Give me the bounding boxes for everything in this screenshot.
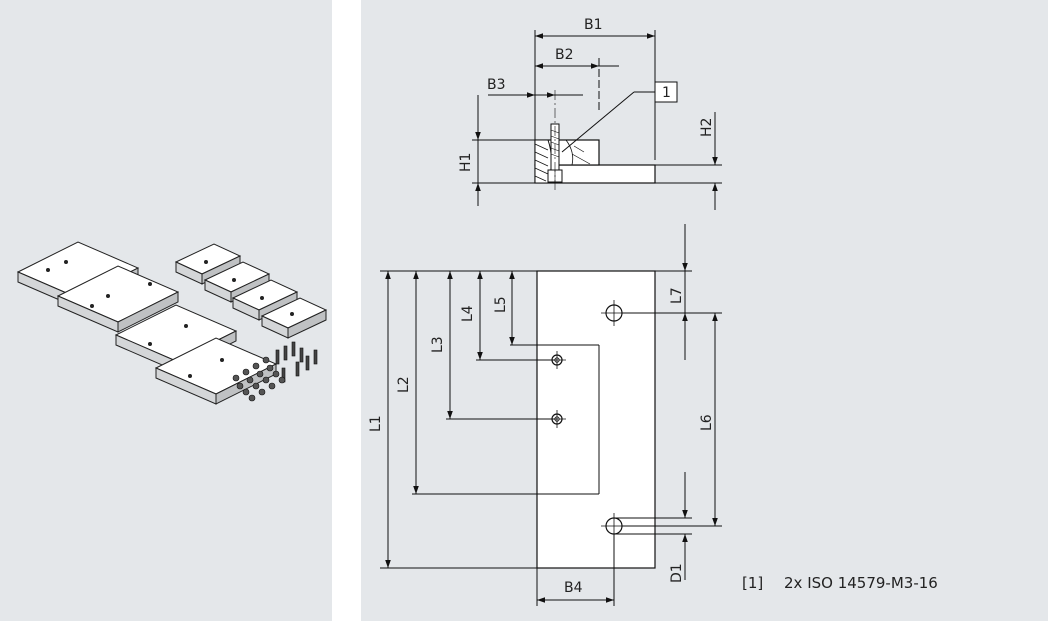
callout-1: 1 [561, 81, 678, 153]
label-L6: L6 [699, 414, 715, 431]
plate-large-1 [17, 241, 139, 309]
plate-large-3 [115, 304, 237, 372]
plate-large-2 [57, 265, 179, 333]
drawing-panel: B1 B2 B3 1 H1 [361, 0, 1048, 621]
plate-small-2 [204, 261, 270, 303]
legend-note: [1] 2x ISO 14579-M3-16 [742, 574, 938, 592]
legend-text: 2x ISO 14579-M3-16 [784, 574, 938, 592]
dim-H1: H1 [458, 95, 535, 206]
nuts [232, 356, 286, 402]
product-kit-illustration [17, 241, 327, 405]
dim-H2: H2 [655, 112, 722, 210]
plate-small-4 [261, 297, 327, 339]
label-B4: B4 [564, 580, 583, 596]
dim-L3: L3 [430, 271, 557, 420]
label-D1: D1 [669, 563, 685, 583]
label-L5: L5 [493, 296, 509, 313]
label-L2: L2 [396, 376, 412, 393]
plate-small-1 [175, 243, 241, 285]
dim-L2: L2 [396, 271, 537, 495]
callout-marker: 1 [662, 85, 671, 101]
dim-B4: B4 [536, 534, 615, 606]
label-B3: B3 [487, 77, 506, 93]
dim-D1: D1 [614, 472, 692, 583]
dim-B2: B2 [535, 47, 619, 110]
dim-L4: L4 [460, 271, 557, 361]
label-L1: L1 [368, 415, 384, 432]
dim-B3: B3 [487, 77, 583, 98]
label-B2: B2 [555, 47, 574, 63]
screws [275, 341, 318, 383]
plate-small-3 [232, 279, 298, 321]
label-B1: B1 [584, 17, 603, 33]
technical-drawing: B1 B2 B3 1 H1 [368, 17, 938, 606]
label-L4: L4 [460, 305, 476, 322]
label-H2: H2 [699, 118, 715, 137]
top-view [534, 90, 656, 190]
label-H1: H1 [458, 153, 474, 172]
dim-L6: L6 [622, 312, 722, 527]
label-L7: L7 [669, 287, 685, 304]
label-L3: L3 [430, 336, 446, 353]
product-image-panel [0, 0, 332, 621]
dim-L5: L5 [493, 271, 537, 346]
legend-marker: [1] [742, 574, 763, 592]
dim-L7: L7 [655, 224, 692, 360]
plate-large-4 [155, 337, 277, 405]
